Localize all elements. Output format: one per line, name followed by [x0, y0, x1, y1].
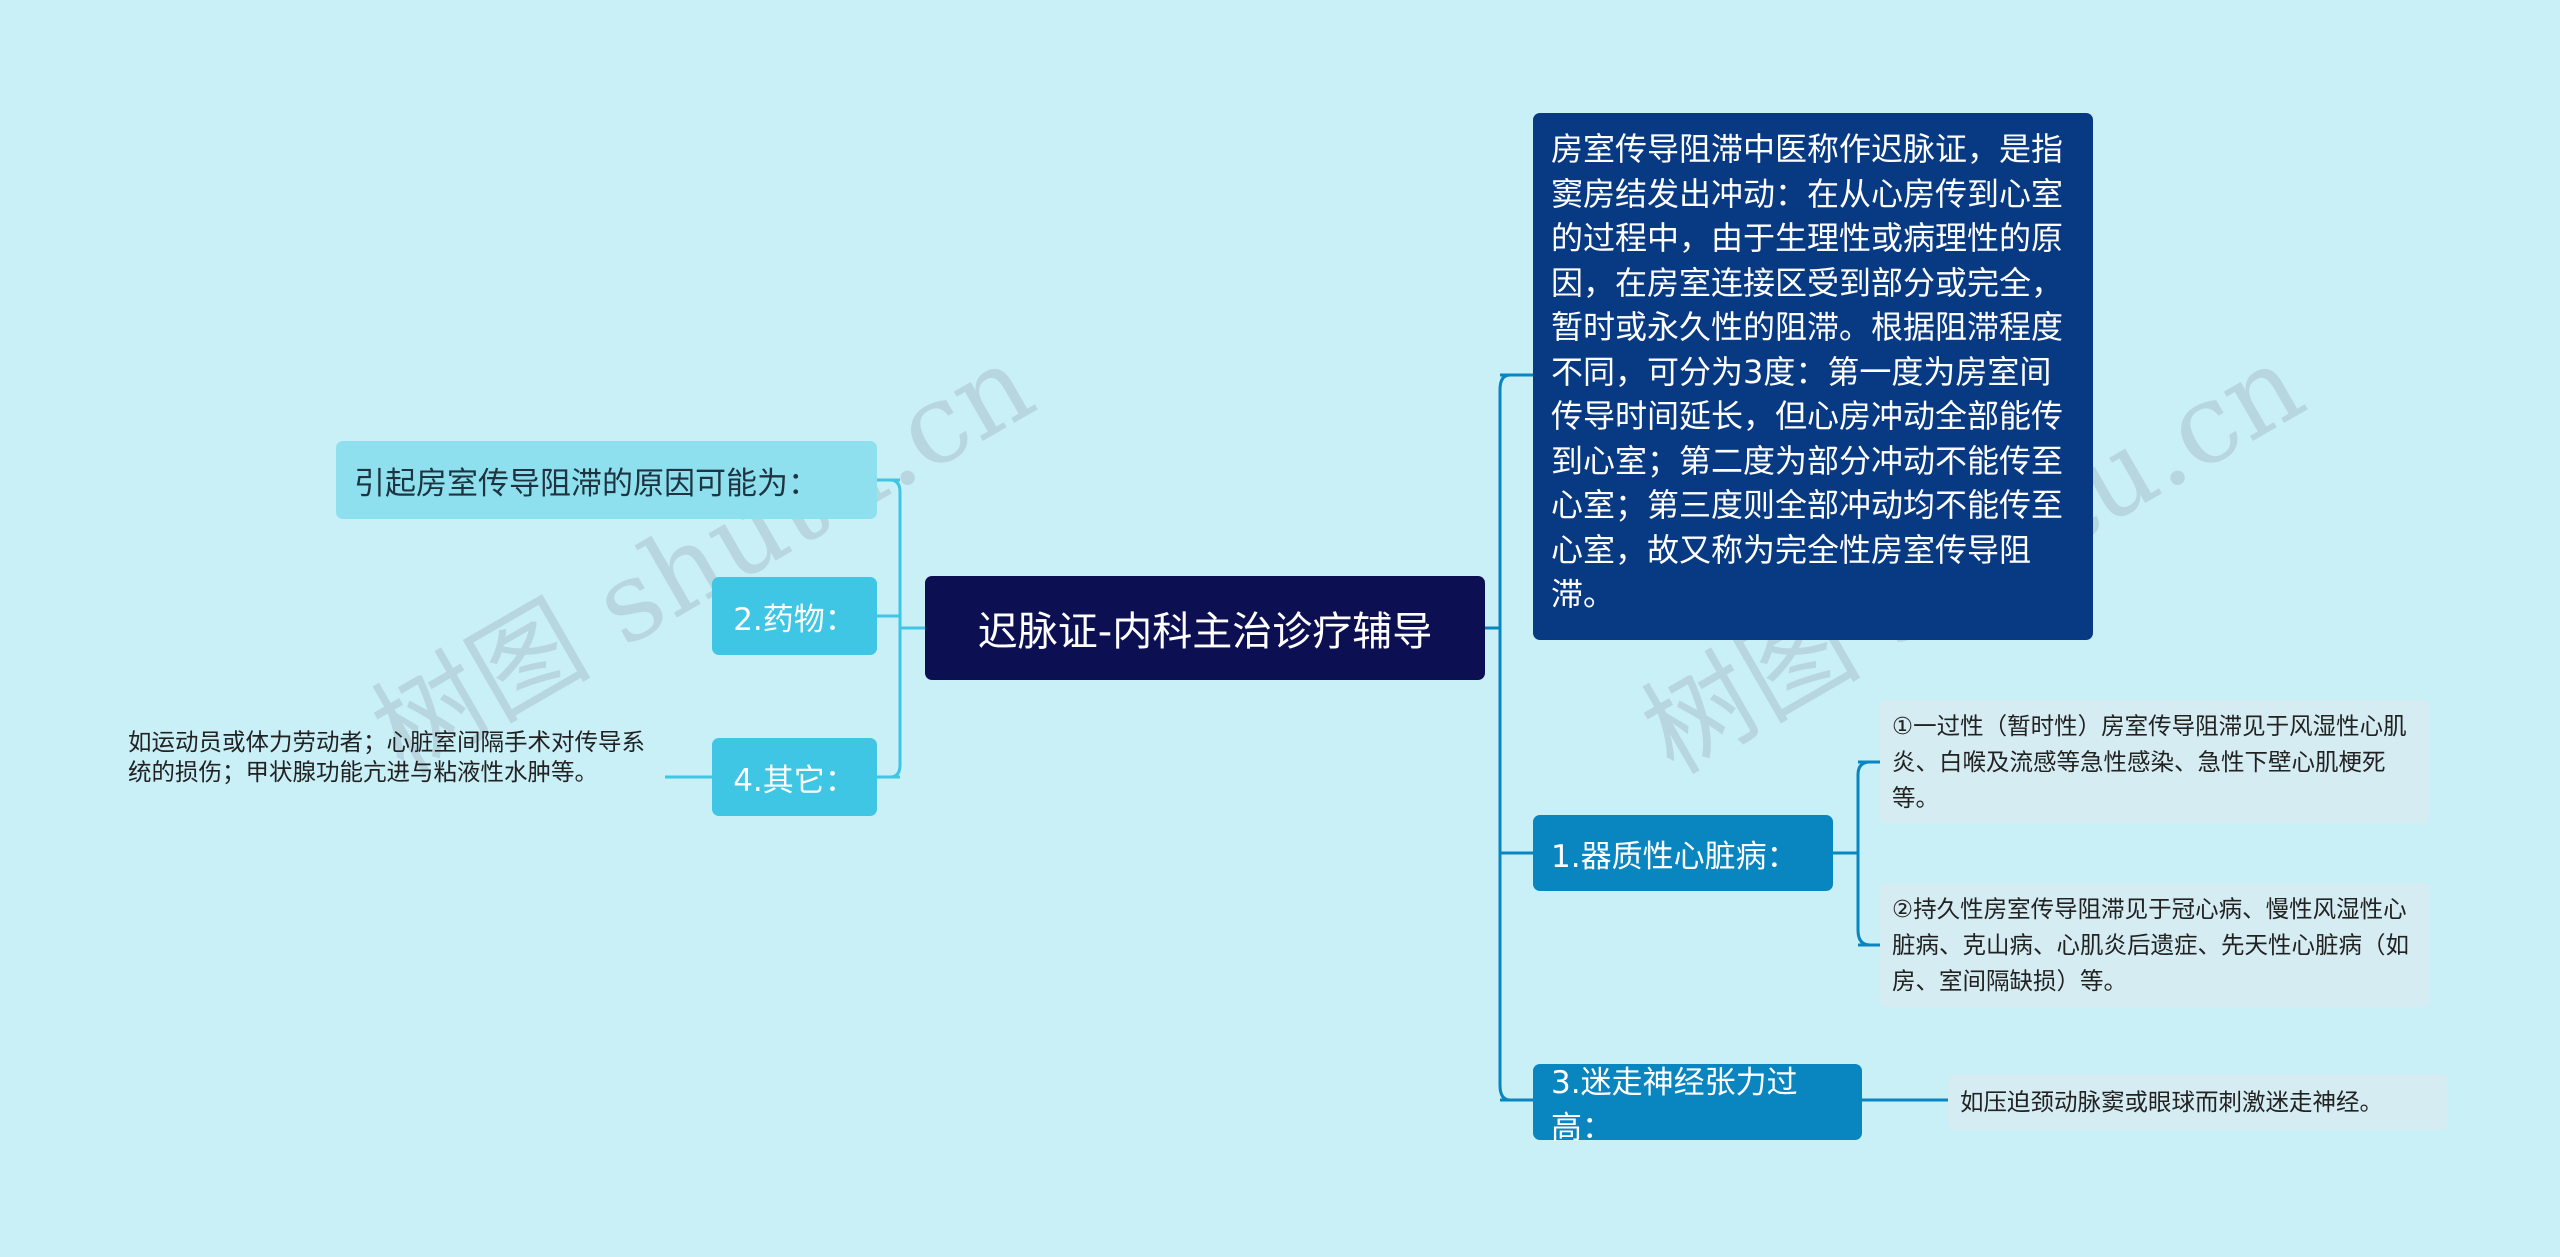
leaf-persistent-block-text: ②持久性房室传导阻滞见于冠心病、慢性风湿性心脏病、克山病、心肌炎后遗症、先天性心…	[1892, 895, 2409, 995]
connector-root-right-trunk	[1485, 373, 1533, 1102]
leaf-vagal-stimulation-text: 如压迫颈动脉窦或眼球而刺激迷走神经。	[1960, 1088, 2383, 1116]
leaf-vagal-stimulation[interactable]: 如压迫颈动脉窦或眼球而刺激迷走神经。	[1948, 1074, 2448, 1130]
branch-drug-label: 2.药物：	[733, 601, 856, 638]
branch-cause[interactable]: 引起房室传导阻滞的原因可能为：	[336, 441, 877, 519]
branch-vagal-tone[interactable]: 3.迷走神经张力过高：	[1533, 1064, 1862, 1146]
branch-drug[interactable]: 2.药物：	[712, 577, 877, 655]
leaf-other-causes[interactable]: 如运动员或体力劳动者；心脏室间隔手术对传导系统的损伤；甲状腺功能亢进与粘液性水肿…	[128, 727, 665, 827]
leaf-persistent-block[interactable]: ②持久性房室传导阻滞见于冠心病、慢性风湿性心脏病、克山病、心肌炎后遗症、先天性心…	[1880, 883, 2430, 1007]
branch-other-label: 4.其它：	[733, 762, 856, 799]
description-text: 房室传导阻滞中医称作迟脉证，是指窦房结发出冲动：在从心房传到心室的过程中，由于生…	[1551, 130, 2064, 613]
root-topic-label: 迟脉证-内科主治诊疗辅导	[977, 609, 1433, 655]
branch-organic-heart-disease-label: 1.器质性心脏病：	[1551, 838, 1798, 875]
branch-vagal-tone-label: 3.迷走神经张力过高：	[1551, 1065, 1798, 1146]
connector-branch1-children	[1833, 760, 1880, 947]
description-node[interactable]: 房室传导阻滞中医称作迟脉证，是指窦房结发出冲动：在从心房传到心室的过程中，由于生…	[1533, 113, 2093, 640]
leaf-transient-block-text: ①一过性（暂时性）房室传导阻滞见于风湿性心肌炎、白喉及流感等急性感染、急性下壁心…	[1892, 712, 2407, 812]
branch-organic-heart-disease[interactable]: 1.器质性心脏病：	[1533, 815, 1833, 891]
branch-other[interactable]: 4.其它：	[712, 738, 877, 816]
root-topic[interactable]: 迟脉证-内科主治诊疗辅导	[925, 576, 1485, 680]
leaf-transient-block[interactable]: ①一过性（暂时性）房室传导阻滞见于风湿性心肌炎、白喉及流感等急性感染、急性下壁心…	[1880, 700, 2430, 824]
branch-cause-label: 引起房室传导阻滞的原因可能为：	[354, 465, 819, 502]
leaf-other-causes-text: 如运动员或体力劳动者；心脏室间隔手术对传导系统的损伤；甲状腺功能亢进与粘液性水肿…	[128, 728, 645, 786]
connector-root-left-trunk	[877, 478, 925, 779]
